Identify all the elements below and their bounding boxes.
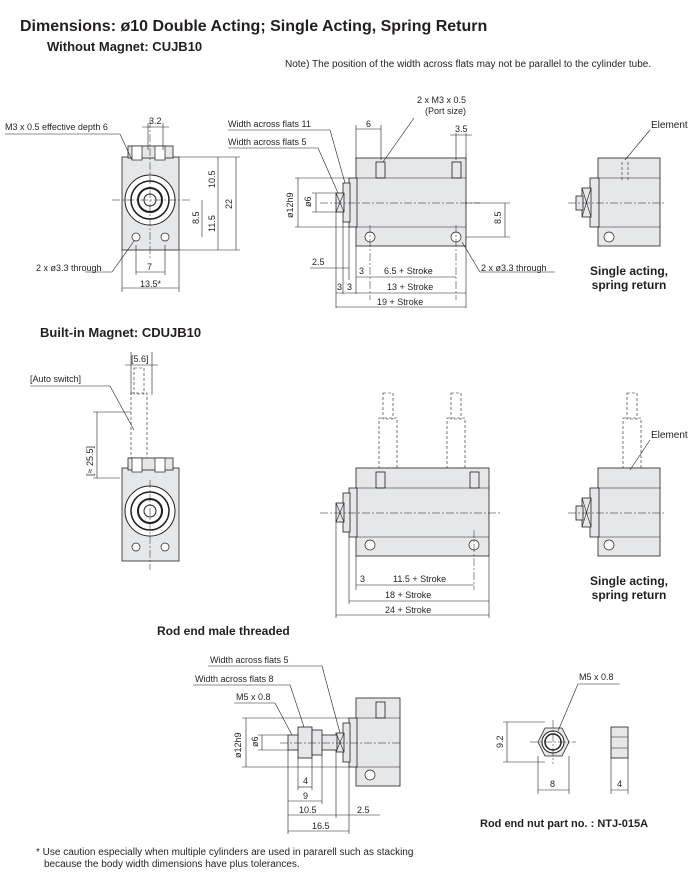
dim-24-stroke: 24 + Stroke	[385, 605, 431, 615]
single-acting-caption-bottom: Single acting, spring return	[590, 574, 668, 602]
dim-port-size: (Port size)	[425, 106, 466, 116]
spring-return-label: spring return	[591, 278, 667, 292]
dim-11-5-stroke: 11.5 + Stroke	[393, 574, 446, 584]
rod-width-across-flats-5: Width across flats 5	[210, 655, 289, 665]
dim-25-5: [≈ 25.5]	[85, 446, 95, 476]
dim-2-5: 2.5	[312, 257, 325, 267]
single-acting-view-top	[568, 129, 665, 247]
dim-12h9: ø12h9	[285, 192, 295, 218]
nut-dim-8: 8	[550, 779, 555, 789]
side-view-magnet	[320, 392, 500, 618]
dim-3-b: 3	[337, 282, 342, 292]
single-acting-caption-top: Single acting, spring return	[590, 264, 668, 292]
rod-m5-thread: M5 x 0.8	[236, 692, 271, 702]
side-view-top	[228, 117, 555, 308]
dim-through-holes-left: 2 x ø3.3 through	[36, 263, 102, 273]
page-title: Dimensions: ø10 Double Acting; Single Ac…	[20, 18, 488, 35]
rod-dim-2-5: 2.5	[357, 805, 370, 815]
rod-dim-9: 9	[303, 791, 308, 801]
rod-dim-10-5: 10.5	[299, 805, 317, 815]
dim-3-5: 3.5	[455, 124, 468, 134]
front-view-top	[5, 120, 240, 292]
auto-switch-label: [Auto switch]	[30, 374, 81, 384]
rod-end-view	[193, 665, 401, 834]
dim-m3-effective-depth: M3 x 0.5 effective depth 6	[5, 122, 108, 132]
caution-note-line1: * Use caution especially when multiple c…	[36, 847, 414, 858]
dim-10-5: 10.5	[207, 170, 217, 188]
front-view-magnet	[30, 352, 180, 570]
dim-8-5-side: 8.5	[493, 211, 503, 224]
dim-rod-6: ø6	[303, 196, 313, 207]
element-label-bottom: Element	[651, 430, 688, 441]
single-acting-label: Single acting,	[590, 574, 669, 588]
section-heading-rod-end: Rod end male threaded	[157, 624, 290, 638]
nut-dim-9-2: 9.2	[495, 735, 505, 748]
rod-width-across-flats-8: Width across flats 8	[195, 674, 274, 684]
dim-port-m3: 2 x M3 x 0.5	[417, 95, 466, 105]
dim-13-5: 13.5*	[140, 279, 162, 289]
dim-8-5-front: 8.5	[191, 211, 201, 224]
dim-3-c: 3	[347, 282, 352, 292]
dim-7: 7	[147, 262, 152, 272]
dim-22: 22	[224, 199, 234, 209]
dim-3-magnet: 3	[360, 574, 365, 584]
dim-19-stroke: 19 + Stroke	[377, 297, 423, 307]
spring-return-label: spring return	[591, 588, 667, 602]
dim-6-top: 6	[366, 119, 371, 129]
dim-6-5-stroke: 6.5 + Stroke	[384, 266, 433, 276]
nut-dim-4: 4	[617, 779, 622, 789]
rod-dim-6: ø6	[250, 736, 260, 747]
element-label-top: Element	[651, 120, 688, 131]
dim-11-5: 11.5	[207, 215, 217, 232]
dim-width-across-flats-11: Width across flats 11	[228, 119, 311, 129]
dim-13-stroke: 13 + Stroke	[387, 282, 433, 292]
section-heading-without-magnet: Without Magnet: CUJB10	[47, 39, 203, 54]
dim-3-2: 3.2	[149, 116, 162, 126]
rod-dim-4: 4	[303, 776, 308, 786]
caution-note-line2: because the body width dimensions have p…	[44, 859, 300, 870]
section-heading-built-in-magnet: Built-in Magnet: CDUJB10	[40, 325, 202, 340]
nut-m5-thread: M5 x 0.8	[579, 672, 614, 682]
rod-end-nut-views	[503, 683, 629, 794]
note-top: Note) The position of the width across f…	[285, 59, 652, 70]
dim-18-stroke: 18 + Stroke	[385, 590, 431, 600]
single-acting-view-magnet	[568, 392, 665, 557]
dim-3-a: 3	[359, 266, 364, 276]
single-acting-label: Single acting,	[590, 264, 669, 278]
dim-5-6: [5.6]	[131, 354, 149, 364]
rod-dim-16-5: 16.5	[312, 821, 330, 831]
rod-dim-12h9: ø12h9	[233, 732, 243, 758]
nut-part-number-caption: Rod end nut part no. : NTJ-015A	[480, 818, 649, 830]
dim-through-holes-right: 2 x ø3.3 through	[481, 263, 547, 273]
dim-width-across-flats-5: Width across flats 5	[228, 137, 307, 147]
